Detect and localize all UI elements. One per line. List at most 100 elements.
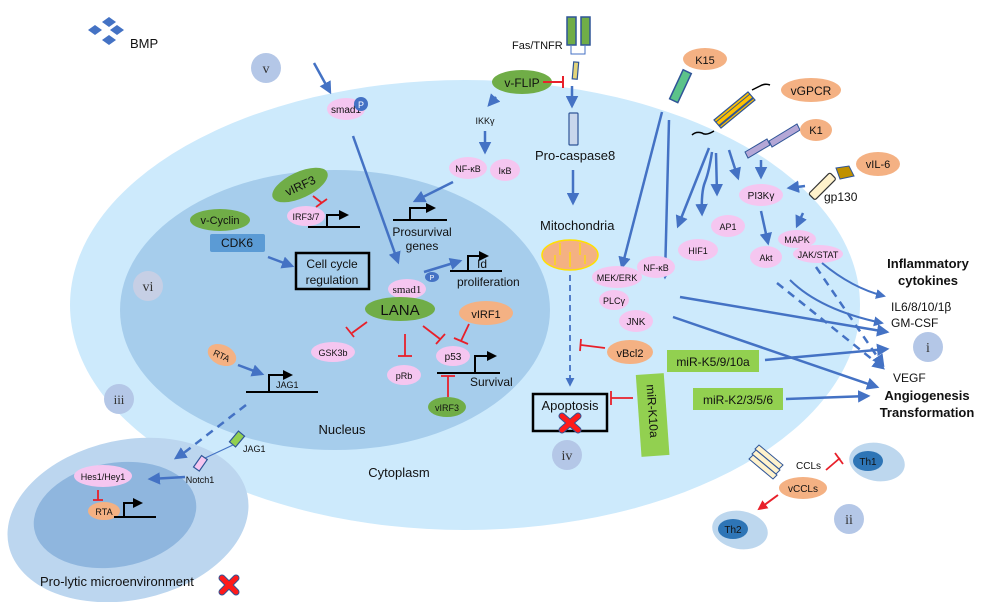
survival-promoter-icon <box>437 351 500 374</box>
arrow-vgpcr-pi3k <box>727 149 741 181</box>
svg-text:MEK/ERK: MEK/ERK <box>597 273 638 283</box>
svg-text:miR-K2/3/5/6: miR-K2/3/5/6 <box>703 393 773 407</box>
vgpcr-receptor-icon <box>691 83 771 136</box>
vcyclin-node: v-Cyclin <box>190 209 250 231</box>
svg-text:vi: vi <box>143 280 154 295</box>
k1-node: K1 <box>800 119 832 141</box>
inhibit-bar <box>453 337 469 345</box>
proliferation-label: proliferation <box>457 275 520 289</box>
inhibit-lana-p53 <box>422 325 441 340</box>
k15-node: K15 <box>683 48 727 70</box>
arrow-smad1-id <box>423 257 463 274</box>
notch1-label: Notch1 <box>186 475 215 485</box>
smad1-node: smad1 P <box>327 97 368 120</box>
arrow-cdk6-cellcycle <box>267 255 295 269</box>
gp130-label: gp130 <box>824 190 858 204</box>
svg-text:vGPCR: vGPCR <box>791 84 832 98</box>
arrow-vccls-th2 <box>757 494 779 511</box>
cytokines-label: cytokines <box>898 273 958 288</box>
ikk-label: IKKγ <box>475 116 495 126</box>
svg-text:RTA: RTA <box>95 507 112 517</box>
svg-text:p53: p53 <box>445 352 462 363</box>
svg-text:IRF3/7: IRF3/7 <box>292 212 319 222</box>
svg-text:pRb: pRb <box>396 371 413 381</box>
svg-text:MAPK: MAPK <box>784 235 810 245</box>
svg-text:P: P <box>358 100 364 110</box>
svg-text:JNK: JNK <box>627 317 646 328</box>
svg-text:K1: K1 <box>809 125 822 137</box>
k15-receptor-icon <box>668 68 693 104</box>
svg-text:iii: iii <box>114 392 125 407</box>
arrow-notch-hes1 <box>147 472 186 485</box>
bmp-label: BMP <box>130 36 158 51</box>
jag1-membrane-icon <box>228 430 246 448</box>
smad1-nucleus-node: smad1 <box>388 279 426 299</box>
mitochondria-label: Mitochondria <box>540 218 615 233</box>
nfkb-node-right: NF-κB <box>637 256 675 278</box>
svg-text:vIRF3: vIRF3 <box>435 403 459 413</box>
jakstat-node: JAK/STAT <box>793 245 843 263</box>
id-promoter-icon <box>450 251 502 272</box>
svg-text:IκB: IκB <box>498 166 511 176</box>
vgpcr-node: vGPCR <box>781 78 841 102</box>
svg-text:ii: ii <box>845 513 853 528</box>
irf37-promoter-icon <box>308 210 360 228</box>
arrow-mirk5-output <box>764 343 890 362</box>
svg-text:i: i <box>926 341 930 356</box>
phospho-nucleus-icon: P <box>425 272 439 282</box>
svg-text:v-FLIP: v-FLIP <box>504 76 539 90</box>
inhibit-bar <box>315 198 328 208</box>
phospho-icon <box>354 97 368 111</box>
roman-circle-ii: ii <box>834 504 864 534</box>
bmp-ligand-icon <box>88 17 124 45</box>
gmcsf-label: GM-CSF <box>891 316 938 330</box>
arrow-gp130-pi3k <box>786 180 806 193</box>
dashed-arrow-vegf-2 <box>814 266 885 368</box>
svg-text:regulation: regulation <box>306 273 359 287</box>
blocked-x-icon <box>558 412 582 434</box>
mir-k10a-box: miR-K10a <box>635 373 670 457</box>
svg-text:NF-κB: NF-κB <box>455 164 481 174</box>
svg-text:P: P <box>430 275 435 282</box>
jag1-membrane-label: JAG1 <box>243 444 266 454</box>
akt-node: Akt <box>750 246 782 268</box>
svg-text:Cell cycle: Cell cycle <box>306 257 358 271</box>
mek-erk-node: MEK/ERK <box>592 266 642 288</box>
cytoplasm-label: Cytoplasm <box>368 465 429 480</box>
ap1-node: AP1 <box>711 215 745 237</box>
svg-text:JAK/STAT: JAK/STAT <box>798 250 839 260</box>
survival-label: Survival <box>470 375 513 389</box>
vflip-node: v-FLIP <box>492 70 552 94</box>
k1-receptor-icon <box>744 123 801 159</box>
svg-text:Th2: Th2 <box>724 525 742 536</box>
hif1-node: HIF1 <box>678 239 718 261</box>
hes1-hey1-node: Hes1/Hey1 <box>74 465 132 487</box>
vil6-ligand-icon <box>835 165 855 180</box>
arrow-to-angiogenesis <box>672 315 880 390</box>
arrow-k15-mek <box>618 111 664 270</box>
rta-node-nucleus: RTA <box>207 343 237 367</box>
virf1-node: vIRF1 <box>459 301 513 325</box>
inhibit-lana-gsk3b <box>351 321 368 334</box>
svg-text:AP1: AP1 <box>719 222 736 232</box>
svg-text:vIRF1: vIRF1 <box>471 309 500 321</box>
roman-circle-vi: vi <box>133 271 163 301</box>
arrow-pi3k-akt <box>759 210 772 246</box>
jag1-promoter-icon <box>246 370 318 393</box>
vccls-node: vCCLs <box>779 477 827 499</box>
svg-text:Th1: Th1 <box>859 457 877 468</box>
microenvironment-label: Pro-lytic microenvironment <box>40 574 194 589</box>
svg-text:vCCLs: vCCLs <box>788 484 818 495</box>
arrow-k15-nfkb <box>659 119 672 280</box>
fas-label: Fas/TNFR <box>512 40 563 52</box>
prosurvival-promoter-icon <box>393 203 447 221</box>
prosurvival-label-2: genes <box>406 239 439 253</box>
svg-text:CDK6: CDK6 <box>221 236 253 250</box>
irf37-node: IRF3/7 <box>287 206 325 226</box>
roman-circle-iii: iii <box>104 384 134 414</box>
link-jag1-notch <box>202 444 234 460</box>
angiogenesis-label: Angiogenesis <box>884 388 969 403</box>
arrow-akt-gmcsf <box>789 279 884 327</box>
svg-text:Apoptosis: Apoptosis <box>541 398 599 413</box>
